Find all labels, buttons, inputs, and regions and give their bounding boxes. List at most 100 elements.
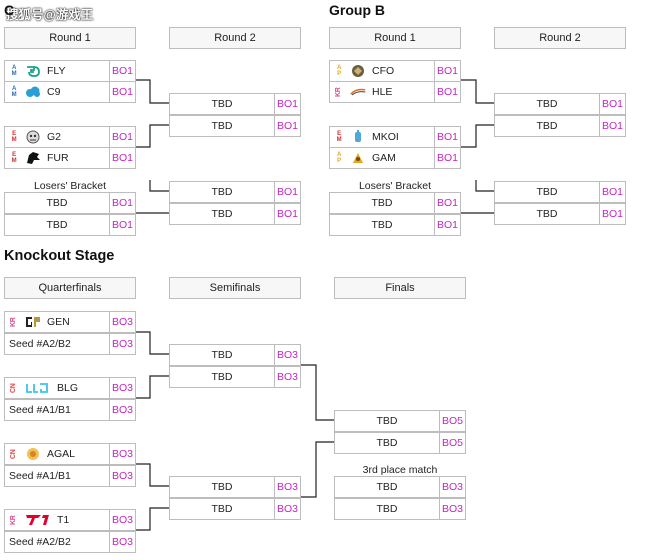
fly-logo-icon: [25, 64, 41, 78]
bo-label: BO3: [109, 532, 135, 552]
team-name: GEN: [47, 316, 70, 328]
bo-label: BO3: [274, 345, 300, 365]
group-a-losers-slot[interactable]: TBD BO1: [4, 192, 136, 214]
team-name: TBD: [536, 186, 558, 198]
team-name: TBD: [376, 415, 398, 427]
qf-slot-seed[interactable]: Seed #A2/B2 BO3: [4, 531, 136, 553]
qf-slot-blg[interactable]: CN BLG BO3: [4, 377, 136, 399]
sf-slot[interactable]: TBD BO3: [169, 476, 301, 498]
team-name: FUR: [47, 152, 69, 164]
group-b-losers-label: Losers' Bracket: [358, 180, 432, 192]
semifinals-header: Semifinals: [169, 277, 301, 299]
team-name: TBD: [376, 437, 398, 449]
team-name: TBD: [536, 98, 558, 110]
group-a-losers-slot[interactable]: TBD BO1: [4, 214, 136, 236]
g2-logo-icon: [25, 130, 41, 144]
group-a-round2b-slot[interactable]: TBD BO1: [169, 203, 301, 225]
bo-label: BO1: [109, 148, 135, 168]
watermark: 搜狐号@游戏王: [6, 8, 94, 22]
team-name: GAM: [372, 152, 396, 164]
bo-label: BO5: [439, 433, 465, 453]
team-name: T1: [57, 514, 70, 526]
bo-label: BO3: [109, 466, 135, 486]
group-b-losers-slot[interactable]: TBD BO1: [329, 192, 461, 214]
third-place-label: 3rd place match: [362, 464, 438, 476]
third-place-slot[interactable]: TBD BO3: [334, 498, 466, 520]
group-b-round1-header: Round 1: [329, 27, 461, 49]
bo-label: BO1: [109, 61, 135, 81]
mkoi-logo-icon: [350, 130, 366, 144]
c9-logo-icon: [25, 85, 41, 99]
bo-label: BO1: [599, 182, 625, 202]
qf-slot-gen[interactable]: KR GEN BO3: [4, 311, 136, 333]
group-b-round2-slot[interactable]: TBD BO1: [494, 115, 626, 137]
team-name: TBD: [376, 503, 398, 515]
qf-slot-t1[interactable]: KR T1 BO3: [4, 509, 136, 531]
cfo-logo-icon: [350, 64, 366, 78]
bo-label: BO3: [109, 510, 135, 530]
bo-label: BO3: [109, 400, 135, 420]
sf-slot[interactable]: TBD BO3: [169, 498, 301, 520]
sf-slot[interactable]: TBD BO3: [169, 366, 301, 388]
group-b-round2b-slot[interactable]: TBD BO1: [494, 181, 626, 203]
qf-slot-seed[interactable]: Seed #A2/B2 BO3: [4, 333, 136, 355]
group-b-slot-hle[interactable]: KR HLE BO1: [329, 81, 461, 103]
bo-label: BO3: [274, 367, 300, 387]
group-a-round2-slot[interactable]: TBD BO1: [169, 93, 301, 115]
group-b-losers-slot[interactable]: TBD BO1: [329, 214, 461, 236]
t1-logo-icon: [25, 513, 51, 527]
team-name: TBD: [46, 197, 68, 209]
group-a-round2-slot[interactable]: TBD BO1: [169, 115, 301, 137]
blg-logo-icon: [25, 381, 51, 395]
team-name: AGAL: [47, 448, 76, 460]
bo-label: BO3: [274, 477, 300, 497]
bo-label: BO1: [434, 193, 460, 213]
fur-logo-icon: [25, 151, 41, 165]
agal-logo-icon: [25, 447, 41, 461]
team-name: TBD: [376, 481, 398, 493]
bo-label: BO1: [274, 204, 300, 224]
team-name: BLG: [57, 382, 79, 394]
team-name: TBD: [211, 349, 233, 361]
gam-logo-icon: [350, 151, 366, 165]
group-b-round2b-slot[interactable]: TBD BO1: [494, 203, 626, 225]
bo-label: BO1: [274, 116, 300, 136]
seed-label: Seed #A1/B1: [9, 470, 71, 482]
team-name: TBD: [536, 120, 558, 132]
team-name: TBD: [371, 219, 393, 231]
team-name: G2: [47, 131, 62, 143]
group-a-round2-header: Round 2: [169, 27, 301, 49]
team-name: TBD: [211, 186, 233, 198]
group-a-losers-label: Losers' Bracket: [33, 180, 107, 192]
team-name: HLE: [372, 86, 393, 98]
group-a-title: C: [4, 2, 15, 18]
qf-slot-seed[interactable]: Seed #A1/B1 BO3: [4, 465, 136, 487]
team-name: MKOI: [372, 131, 399, 143]
group-b-round2-slot[interactable]: TBD BO1: [494, 93, 626, 115]
qf-slot-seed[interactable]: Seed #A1/B1 BO3: [4, 399, 136, 421]
sf-slot[interactable]: TBD BO3: [169, 344, 301, 366]
group-b-round2-header: Round 2: [494, 27, 626, 49]
bo-label: BO1: [599, 204, 625, 224]
group-a-round1-header: Round 1: [4, 27, 136, 49]
bo-label: BO1: [599, 116, 625, 136]
final-slot[interactable]: TBD BO5: [334, 432, 466, 454]
group-a-round2b-slot[interactable]: TBD BO1: [169, 181, 301, 203]
bo-label: BO3: [109, 378, 135, 398]
final-slot[interactable]: TBD BO5: [334, 410, 466, 432]
third-place-slot[interactable]: TBD BO3: [334, 476, 466, 498]
team-name: TBD: [211, 371, 233, 383]
group-b-title: Group B: [329, 2, 385, 18]
qf-slot-agal[interactable]: CN AGAL BO3: [4, 443, 136, 465]
